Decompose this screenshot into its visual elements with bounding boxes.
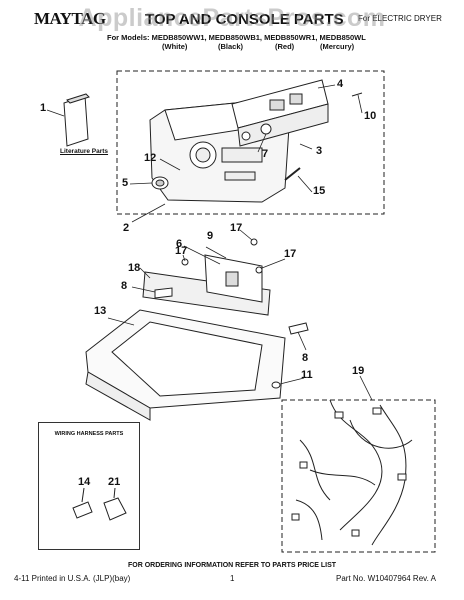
color-mercury: (Mercury) [320,42,355,51]
callout-17a: 17 [230,222,243,234]
wiring-harness-parts-title: WIRING HARNESS PARTS [54,431,124,437]
dryer-top [85,309,286,421]
screw-17a [250,238,258,246]
page-number: 1 [230,574,235,583]
clip-8b [288,322,309,335]
screw-17c [255,266,263,274]
print-info: 4-11 Printed in U.S.A. (JLP)(bay) [14,574,131,583]
callout-3: 3 [316,145,323,157]
leader-lines [46,84,373,401]
page-title: TOP AND CONSOLE PARTS [145,11,344,28]
callout-21: 21 [108,476,121,488]
wiring-harness [295,399,413,546]
top-bracket [142,254,271,316]
harness-group-box [281,399,436,553]
callout-12: 12 [144,152,157,164]
harness-small-parts [72,487,127,521]
control-board [231,79,329,147]
callout-13: 13 [94,305,107,317]
callout-15: 15 [313,185,326,197]
callout-1: 1 [40,102,47,114]
wiring-harness-parts-box: WIRING HARNESS PARTS [38,422,140,550]
callout-6: 6 [176,238,183,250]
product-type: For ELECTRIC DRYER [358,14,442,23]
callout-4: 4 [337,78,344,90]
button-cap [241,131,251,141]
callout-17b: 17 [175,245,188,257]
console-group-box [116,70,385,215]
color-black: (Black) [218,42,244,51]
clip-8a [154,287,173,299]
callout-9: 9 [207,230,214,242]
screw-17b [181,258,189,266]
part-number: Part No. W10407964 Rev. A [336,574,436,583]
color-white: (White) [162,42,188,51]
callout-8b: 8 [302,352,309,364]
callout-2: 2 [123,222,130,234]
callout-18: 18 [128,262,141,274]
color-red: (Red) [275,42,295,51]
console-screw [351,92,363,97]
watermark: AppliancePartsPros.com [78,4,386,32]
callout-19: 19 [352,365,365,377]
callout-11: 11 [301,369,313,381]
callout-8a: 8 [121,280,128,292]
callout-14: 14 [78,476,91,488]
foot-11 [271,381,281,389]
literature-booklet [63,93,90,147]
callout-17c: 17 [284,248,297,260]
ordering-info: FOR ORDERING INFORMATION REFER TO PARTS … [127,562,337,569]
callout-10: 10 [364,110,377,122]
brand-logo: MAYTAG [34,9,106,28]
end-cap [284,167,301,181]
callout-5: 5 [122,177,129,189]
callout-7: 7 [262,148,269,160]
literature-parts-label: Literature Parts [60,148,109,155]
encoder-knob [260,123,272,135]
models-line: For Models: MEDB850WW1, MEDB850WB1, MEDB… [107,33,366,42]
